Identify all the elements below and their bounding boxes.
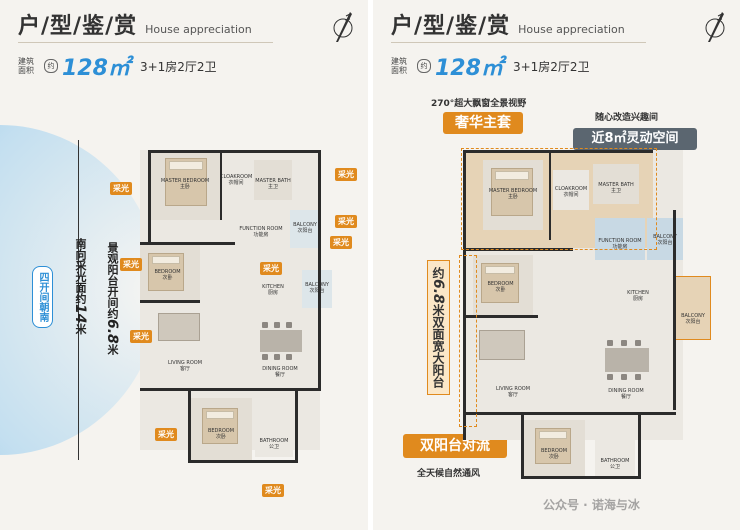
right-floorplan-panel: 户/型/鉴/赏 House appreciation 建筑面积 约 128㎡ 3…: [373, 0, 740, 530]
watermark: 公众号 · 诺海与冰: [543, 498, 640, 512]
header: 户/型/鉴/赏 House appreciation: [18, 8, 252, 40]
approx-mark: 约: [417, 59, 431, 73]
left-floorplan-panel: 户/型/鉴/赏 House appreciation 建筑面积 约 128㎡ 3…: [0, 0, 368, 530]
light-tag: 采光: [130, 330, 152, 343]
page-title: 户/型/鉴/赏: [18, 14, 138, 39]
area-label: 建筑面积: [391, 57, 407, 75]
ventilation-caption: 全天候自然通风: [417, 469, 481, 479]
master-suite-badge: 奢华主套: [443, 112, 523, 134]
page-subtitle: House appreciation: [518, 23, 625, 36]
balcony-outline: [459, 255, 477, 427]
page-subtitle: House appreciation: [145, 23, 252, 36]
page-title: 户/型/鉴/赏: [391, 14, 511, 39]
area-spec: 建筑面积 约 128㎡ 3+1房2厅2卫: [18, 50, 217, 82]
quill-logo-icon: [333, 12, 353, 42]
four-bays-badge: 四开间朝南: [32, 266, 53, 328]
window-caption: 270°超大飘窗全景视野: [431, 99, 527, 109]
master-suite-outline: [461, 148, 657, 250]
light-tag: 采光: [155, 428, 177, 441]
flex-space-badge: 近8㎡灵动空间: [573, 128, 697, 150]
south-light-label: 南向采光面约14米: [72, 238, 88, 335]
light-tag: 采光: [335, 168, 357, 181]
light-tag: 采光: [260, 262, 282, 275]
flex-caption: 随心改造兴趣间: [595, 113, 659, 123]
header-divider: [391, 42, 646, 43]
area-spec: 建筑面积 约 128㎡ 3+1房2厅2卫: [391, 50, 590, 82]
light-tag: 采光: [110, 182, 132, 195]
header-divider: [18, 42, 273, 43]
light-tag: 采光: [330, 236, 352, 249]
approx-mark: 约: [44, 59, 58, 73]
light-tag: 采光: [120, 258, 142, 271]
header: 户/型/鉴/赏 House appreciation: [391, 8, 625, 40]
area-value: 128㎡: [62, 56, 130, 81]
layout-type: 3+1房2厅2卫: [512, 59, 590, 74]
area-label: 建筑面积: [18, 57, 34, 75]
light-tag: 采光: [262, 484, 284, 497]
light-tag: 采光: [335, 215, 357, 228]
wide-balcony-label: 约6.8米双面宽大阳台: [427, 260, 450, 395]
balcony-width-label: 景观阳台开间约6.8米: [104, 242, 120, 355]
quill-logo-icon: [705, 12, 725, 42]
area-value: 128㎡: [435, 56, 503, 81]
measure-line: [78, 140, 79, 460]
layout-type: 3+1房2厅2卫: [139, 59, 217, 74]
